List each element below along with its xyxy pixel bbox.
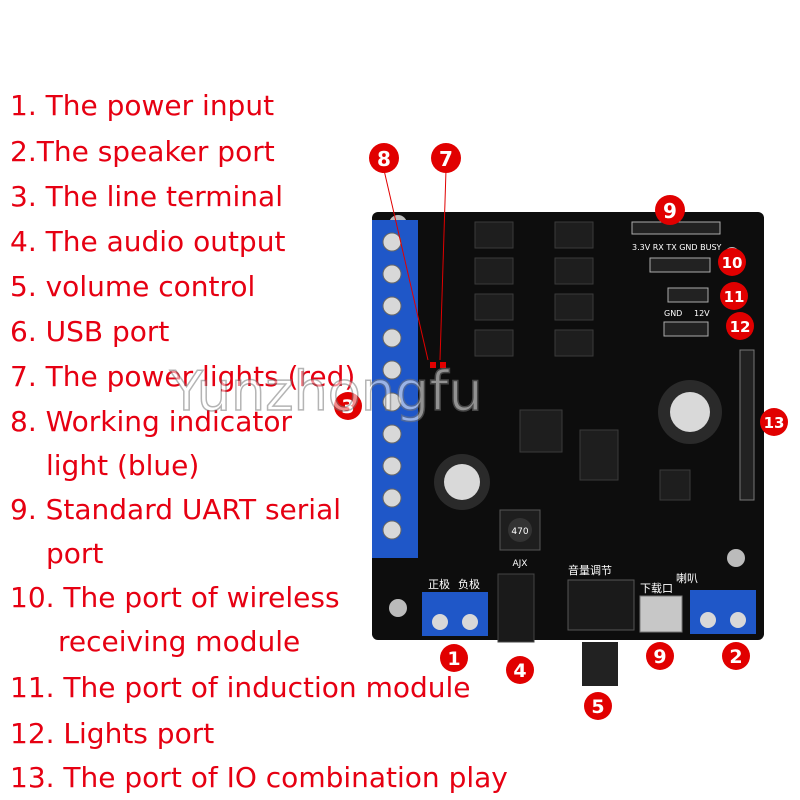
line-terminal-block — [372, 220, 418, 558]
svg-text:4: 4 — [513, 660, 526, 682]
capacitor — [658, 380, 722, 444]
legend-item-usb-port: 6. USB port — [10, 315, 170, 348]
pcb-board — [372, 212, 764, 640]
svg-text:3.3V RX TX GND BUSY: 3.3V RX TX GND BUSY — [632, 243, 722, 252]
inductor: 470 — [499, 509, 541, 551]
marker-7: 7 — [431, 143, 461, 173]
legend-item-line-terminal: 3. The line terminal — [10, 180, 283, 213]
svg-text:13: 13 — [764, 414, 785, 432]
marker-13: 13 — [760, 408, 788, 436]
marker-9-top: 9 — [655, 195, 685, 225]
lights-header — [663, 321, 709, 337]
svg-text:12V: 12V — [694, 309, 710, 318]
svg-text:1: 1 — [447, 648, 460, 670]
usb-port: 下载口 — [639, 582, 683, 633]
watermark: Yunzhongfu — [169, 359, 483, 424]
legend-item-speaker-port: 2.The speaker port — [10, 135, 275, 168]
working-led — [440, 362, 446, 368]
svg-text:2: 2 — [729, 646, 742, 668]
marker-3: 3 — [334, 392, 362, 420]
induction-header — [667, 287, 709, 303]
svg-text:下载口: 下载口 — [640, 582, 673, 595]
leader-line-7 — [439, 169, 447, 361]
legend-item-uart-port: 9. Standard UART serial port — [10, 493, 342, 570]
marker-4: 4 — [506, 656, 534, 684]
marker-12: 12 — [726, 312, 754, 340]
audio-jack — [497, 573, 535, 643]
legend-item-volume-control: 5. volume control — [10, 270, 256, 303]
legend-item-uart-port-cont: port — [46, 537, 104, 570]
legend-item-power-input: 1. The power input — [10, 89, 275, 122]
volume-knob: 音量调节 — [567, 563, 635, 686]
svg-text:5: 5 — [591, 696, 604, 718]
svg-text:负极: 负极 — [458, 577, 480, 591]
legend-item-io-combination-port: 13. The port of IO combination play — [10, 761, 508, 794]
svg-text:11: 11 — [724, 288, 745, 306]
svg-text:8: 8 — [377, 147, 391, 171]
svg-text:喇叭: 喇叭 — [676, 571, 698, 585]
marker-10: 10 — [718, 248, 746, 276]
uart-header: 3.3V RX TX GND BUSY GND 12V — [631, 221, 722, 337]
marker-8: 8 — [369, 143, 399, 173]
mounting-hole — [389, 599, 407, 617]
power-input-terminal: 正极 负极 — [422, 577, 488, 636]
marker-2: 2 — [722, 642, 750, 670]
wireless-header — [649, 257, 711, 273]
svg-text:GND: GND — [664, 309, 682, 318]
legend-item-audio-output: 4. The audio output — [10, 225, 286, 258]
marker-1: 1 — [440, 644, 468, 672]
svg-text:12: 12 — [730, 318, 751, 336]
marker-11: 11 — [720, 282, 748, 310]
io-pin-header — [739, 349, 755, 501]
svg-text:7: 7 — [439, 147, 453, 171]
speaker-terminal: 喇叭 — [676, 571, 756, 634]
legend-item-working-indicator-cont: light (blue) — [46, 449, 200, 482]
legend-item-wireless-port: 10. The port of wireless receiving modul… — [10, 581, 340, 658]
brand-label: AJX — [513, 559, 528, 569]
svg-text:10: 10 — [722, 254, 743, 272]
svg-text:9: 9 — [663, 199, 677, 223]
mounting-hole — [727, 549, 745, 567]
legend-item-power-lights: 7. The power lights (red) — [10, 360, 356, 393]
svg-text:音量调节: 音量调节 — [568, 563, 612, 577]
optocoupler-array — [474, 221, 691, 501]
svg-text:470: 470 — [511, 527, 528, 537]
legend-item-wireless-port-cont: receiving module — [58, 625, 301, 658]
marker-5: 5 — [584, 692, 612, 720]
legend-item-working-indicator: 8. Working indicator light (blue) — [10, 405, 292, 482]
svg-text:3: 3 — [341, 396, 354, 418]
leader-line-8 — [383, 169, 429, 361]
marker-9-bottom: 9 — [646, 642, 674, 670]
capacitor — [434, 454, 490, 510]
svg-text:正极: 正极 — [428, 577, 450, 591]
legend-item-lights-port: 12. Lights port — [10, 717, 215, 750]
power-led — [430, 362, 436, 368]
legend-item-induction-port: 11. The port of induction module — [10, 671, 471, 704]
svg-text:9: 9 — [653, 646, 666, 668]
